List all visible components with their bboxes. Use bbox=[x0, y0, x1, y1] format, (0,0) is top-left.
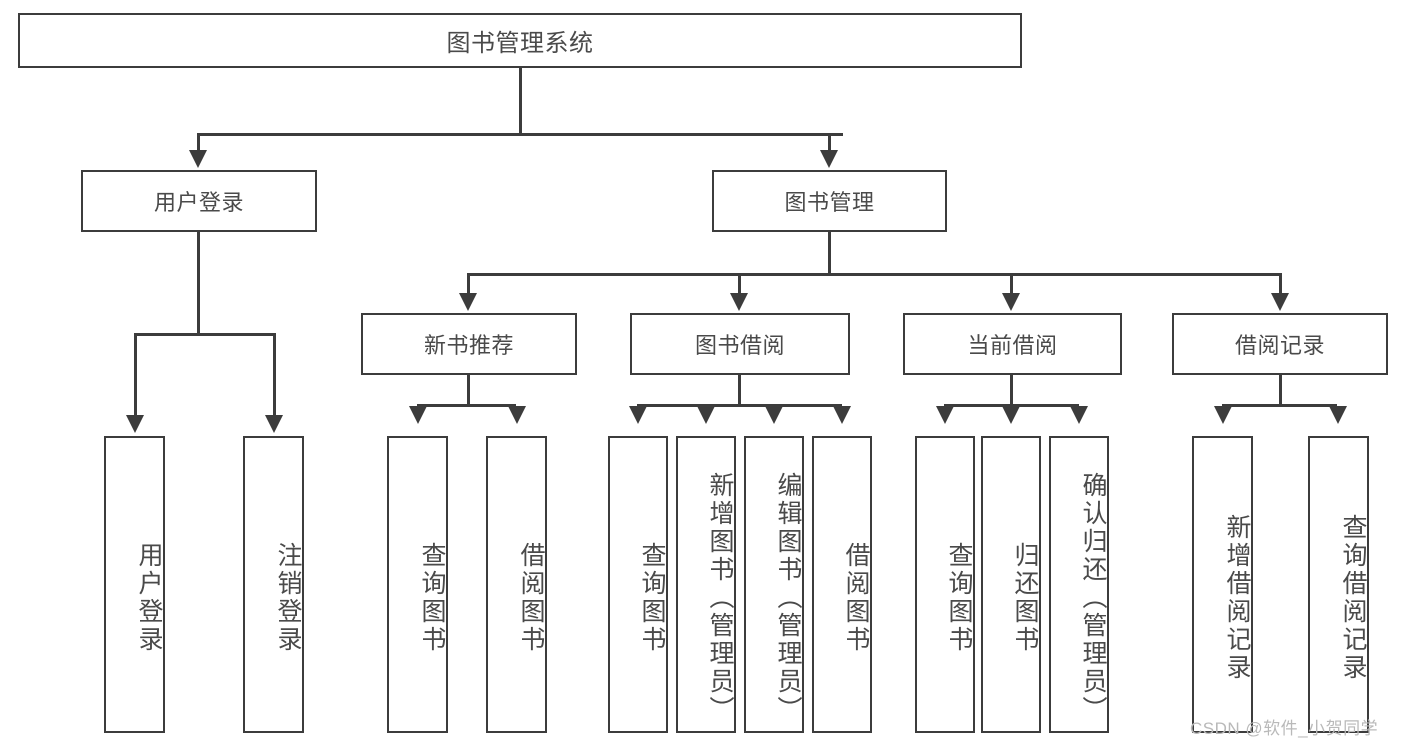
arrow-borrow-to-leaf1 bbox=[629, 406, 647, 424]
connector-root-stem bbox=[519, 68, 522, 134]
arrow-newbook-to-leaf2 bbox=[508, 406, 526, 424]
connector-bookmgmt-c2-drop bbox=[738, 273, 741, 295]
node-root-system[interactable]: 图书管理系统 bbox=[18, 13, 1022, 68]
node-user-login[interactable]: 用户登录 bbox=[81, 170, 317, 232]
leaf-borrow-book-recommend[interactable]: 借阅图书 bbox=[486, 436, 547, 733]
arrow-login-to-leaf2 bbox=[265, 415, 283, 433]
arrow-borrow-to-leaf3 bbox=[765, 406, 783, 424]
connector-login-leaf2-drop bbox=[273, 333, 276, 418]
leaf-query-borrow-record[interactable]: 查询借阅记录 bbox=[1308, 436, 1369, 733]
leaf-borrow-book[interactable]: 借阅图书 bbox=[812, 436, 872, 733]
node-borrow-record[interactable]: 借阅记录 bbox=[1172, 313, 1388, 375]
arrow-borrow-to-leaf2 bbox=[697, 406, 715, 424]
connector-root-to-login-drop bbox=[197, 133, 200, 153]
connector-login-bar bbox=[134, 333, 276, 336]
arrow-bookmgmt-to-newbook bbox=[459, 293, 477, 311]
arrow-login-to-leaf1 bbox=[126, 415, 144, 433]
connector-newbook-bar bbox=[417, 404, 516, 407]
connector-bookmgmt-c1-drop bbox=[467, 273, 470, 295]
connector-root-to-bookmgmt-drop bbox=[828, 133, 831, 153]
arrow-root-to-bookmgmt bbox=[820, 150, 838, 168]
arrow-record-to-leaf1 bbox=[1214, 406, 1232, 424]
connector-newbook-stem bbox=[467, 375, 470, 405]
arrow-current-to-leaf3 bbox=[1070, 406, 1088, 424]
leaf-return-book[interactable]: 归还图书 bbox=[981, 436, 1041, 733]
connector-borrow-bar bbox=[637, 404, 842, 407]
node-new-book-recommend[interactable]: 新书推荐 bbox=[361, 313, 577, 375]
connector-current-bar bbox=[944, 404, 1079, 407]
connector-current-stem bbox=[1010, 375, 1013, 405]
connector-bookmgmt-c4-drop bbox=[1279, 273, 1282, 295]
connector-borrow-stem bbox=[738, 375, 741, 405]
connector-record-bar bbox=[1222, 404, 1337, 407]
connector-bookmgmt-c3-drop bbox=[1010, 273, 1013, 295]
arrow-record-to-leaf2 bbox=[1329, 406, 1347, 424]
leaf-edit-book-admin[interactable]: 编辑图书（管理员） bbox=[744, 436, 804, 733]
node-current-borrow[interactable]: 当前借阅 bbox=[903, 313, 1122, 375]
leaf-query-book-recommend[interactable]: 查询图书 bbox=[387, 436, 448, 733]
connector-bookmgmt-bar bbox=[467, 273, 1279, 276]
connector-login-leaf1-drop bbox=[134, 333, 137, 418]
leaf-confirm-return-admin[interactable]: 确认归还（管理员） bbox=[1049, 436, 1109, 733]
leaf-query-book-borrow[interactable]: 查询图书 bbox=[608, 436, 668, 733]
arrow-bookmgmt-to-borrow bbox=[730, 293, 748, 311]
leaf-query-book-current[interactable]: 查询图书 bbox=[915, 436, 975, 733]
connector-root-bar bbox=[197, 133, 843, 136]
leaf-user-login[interactable]: 用户登录 bbox=[104, 436, 165, 733]
leaf-add-borrow-record[interactable]: 新增借阅记录 bbox=[1192, 436, 1253, 733]
node-book-management[interactable]: 图书管理 bbox=[712, 170, 947, 232]
arrow-root-to-login bbox=[189, 150, 207, 168]
leaf-add-book-admin[interactable]: 新增图书（管理员） bbox=[676, 436, 736, 733]
arrow-borrow-to-leaf4 bbox=[833, 406, 851, 424]
connector-bookmgmt-stem bbox=[828, 232, 831, 275]
arrow-bookmgmt-to-current bbox=[1002, 293, 1020, 311]
leaf-logout[interactable]: 注销登录 bbox=[243, 436, 304, 733]
arrow-current-to-leaf2 bbox=[1002, 406, 1020, 424]
arrow-newbook-to-leaf1 bbox=[409, 406, 427, 424]
node-book-borrow[interactable]: 图书借阅 bbox=[630, 313, 850, 375]
arrow-current-to-leaf1 bbox=[936, 406, 954, 424]
connector-login-stem bbox=[197, 232, 200, 335]
arrow-bookmgmt-to-record bbox=[1271, 293, 1289, 311]
connector-record-stem bbox=[1279, 375, 1282, 405]
